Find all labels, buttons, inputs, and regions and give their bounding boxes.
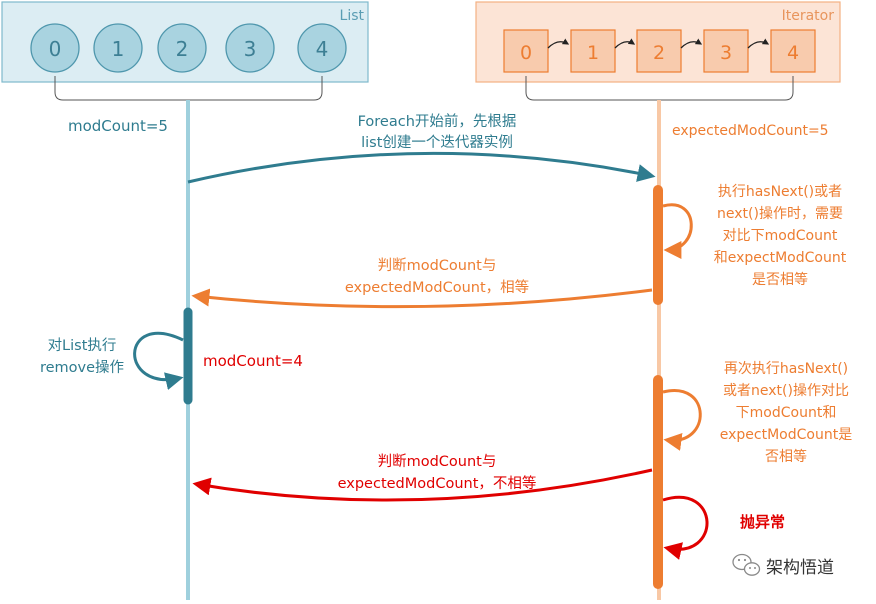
iterator-node-3: 3	[703, 29, 749, 73]
not-equal-result-label-line-2: expectedModCount，不相等	[338, 474, 537, 492]
iterator-link-arrow	[680, 38, 703, 49]
list-element-label: 4	[316, 37, 329, 61]
iterator-node-1: 1	[570, 29, 616, 73]
iterator-node-2: 2	[636, 29, 682, 73]
iterator-node-4: 4	[770, 29, 816, 73]
watermark: 架构悟道	[732, 553, 834, 578]
equal-result-label-line-2: expectedModCount，相等	[345, 278, 529, 296]
iterator-node-0: 0	[503, 29, 549, 73]
wechat-icon	[732, 553, 761, 576]
list-element-1: 1	[93, 23, 143, 73]
create-iterator-label-line-1: Foreach开始前，先根据	[358, 113, 517, 130]
iterator-node-label: 0	[520, 42, 532, 64]
iterator-panel: Iterator 0 1 2 3 4	[475, 1, 841, 83]
equal-result-arrow	[191, 288, 653, 309]
remove-label-line-2: remove操作	[40, 359, 124, 376]
recheck-self-loop	[662, 389, 702, 451]
recheck-note-line: 再次执行hasNext()	[724, 361, 848, 377]
iterator-node-label: 2	[653, 42, 665, 64]
expected-mod-count: expectedModCount=5	[672, 123, 829, 139]
iterator-panel-title: Iterator	[782, 8, 835, 24]
list-element-3: 3	[225, 23, 275, 73]
iterator-node-label: 4	[787, 42, 799, 64]
iterator-node-label: 1	[587, 42, 599, 64]
check-note-line: 和expectModCount	[714, 250, 847, 266]
check-note-line: next()操作时，需要	[717, 206, 843, 222]
recheck-note-line: 下modCount和	[736, 405, 837, 421]
list-element-label: 1	[112, 37, 125, 61]
create-iterator-arrow	[187, 151, 656, 184]
recheck-note: 再次执行hasNext() 或者next()操作对比 下modCount和 ex…	[720, 361, 852, 465]
list-element-label: 0	[49, 37, 62, 61]
check-note-line: 对比下modCount	[723, 228, 838, 244]
not-equal-result-label-line-1: 判断modCount与	[378, 453, 497, 470]
list-element-4: 4	[297, 23, 347, 73]
not-equal-result-arrow	[192, 468, 653, 502]
list-panel-title: List	[340, 8, 365, 24]
iterator-link-arrow	[547, 38, 570, 49]
iterator-link-arrow	[614, 38, 636, 49]
check-self-loop	[662, 203, 693, 259]
iterator-node-label: 3	[720, 42, 732, 64]
check-note: 执行hasNext()或者 next()操作时，需要 对比下modCount 和…	[714, 184, 847, 288]
check-note-line: 执行hasNext()或者	[718, 184, 842, 200]
list-panel: List 0 1 2 3 4	[1, 1, 369, 83]
remove-label-line-1: 对List执行	[48, 337, 117, 354]
equal-result-label-line-1: 判断modCount与	[378, 257, 497, 274]
create-iterator-label-line-2: list创建一个迭代器实例	[361, 134, 513, 151]
list-element-2: 2	[157, 23, 207, 73]
throw-self-loop	[662, 496, 709, 560]
mod-count-initial: modCount=5	[68, 117, 168, 135]
list-element-0: 0	[30, 23, 80, 73]
throw-exception-label: 抛异常	[740, 513, 785, 531]
watermark-text: 架构悟道	[766, 558, 834, 578]
mod-count-after: modCount=4	[203, 352, 303, 370]
iterator-link-arrow	[747, 38, 770, 49]
list-element-label: 2	[176, 37, 189, 61]
list-element-label: 3	[244, 37, 257, 61]
recheck-note-line: 或者next()操作对比	[723, 383, 849, 399]
recheck-note-line: 否相等	[765, 448, 807, 465]
remove-self-loop	[133, 331, 184, 390]
recheck-note-line: expectModCount是	[720, 427, 852, 443]
check-note-line: 是否相等	[752, 271, 808, 288]
